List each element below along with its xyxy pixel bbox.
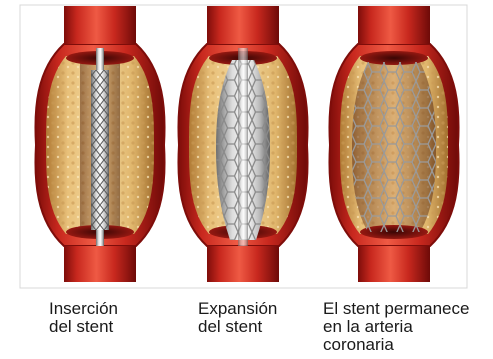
caption-line: Inserción	[49, 300, 118, 318]
caption-insertion: Inserción del stent	[49, 300, 118, 336]
caption-line: Expansión	[198, 300, 277, 318]
caption-line: del stent	[198, 318, 277, 336]
caption-line: El stent permanece	[323, 300, 469, 318]
caption-line: del stent	[49, 318, 118, 336]
caption-line: en la arteria	[323, 318, 469, 336]
stent-deployed	[352, 62, 436, 232]
caption-line: coronaria	[323, 336, 469, 354]
caption-remains: El stent permanece en la arteria coronar…	[323, 300, 469, 354]
stent-diagram	[0, 0, 493, 300]
caption-expansion: Expansión del stent	[198, 300, 277, 336]
